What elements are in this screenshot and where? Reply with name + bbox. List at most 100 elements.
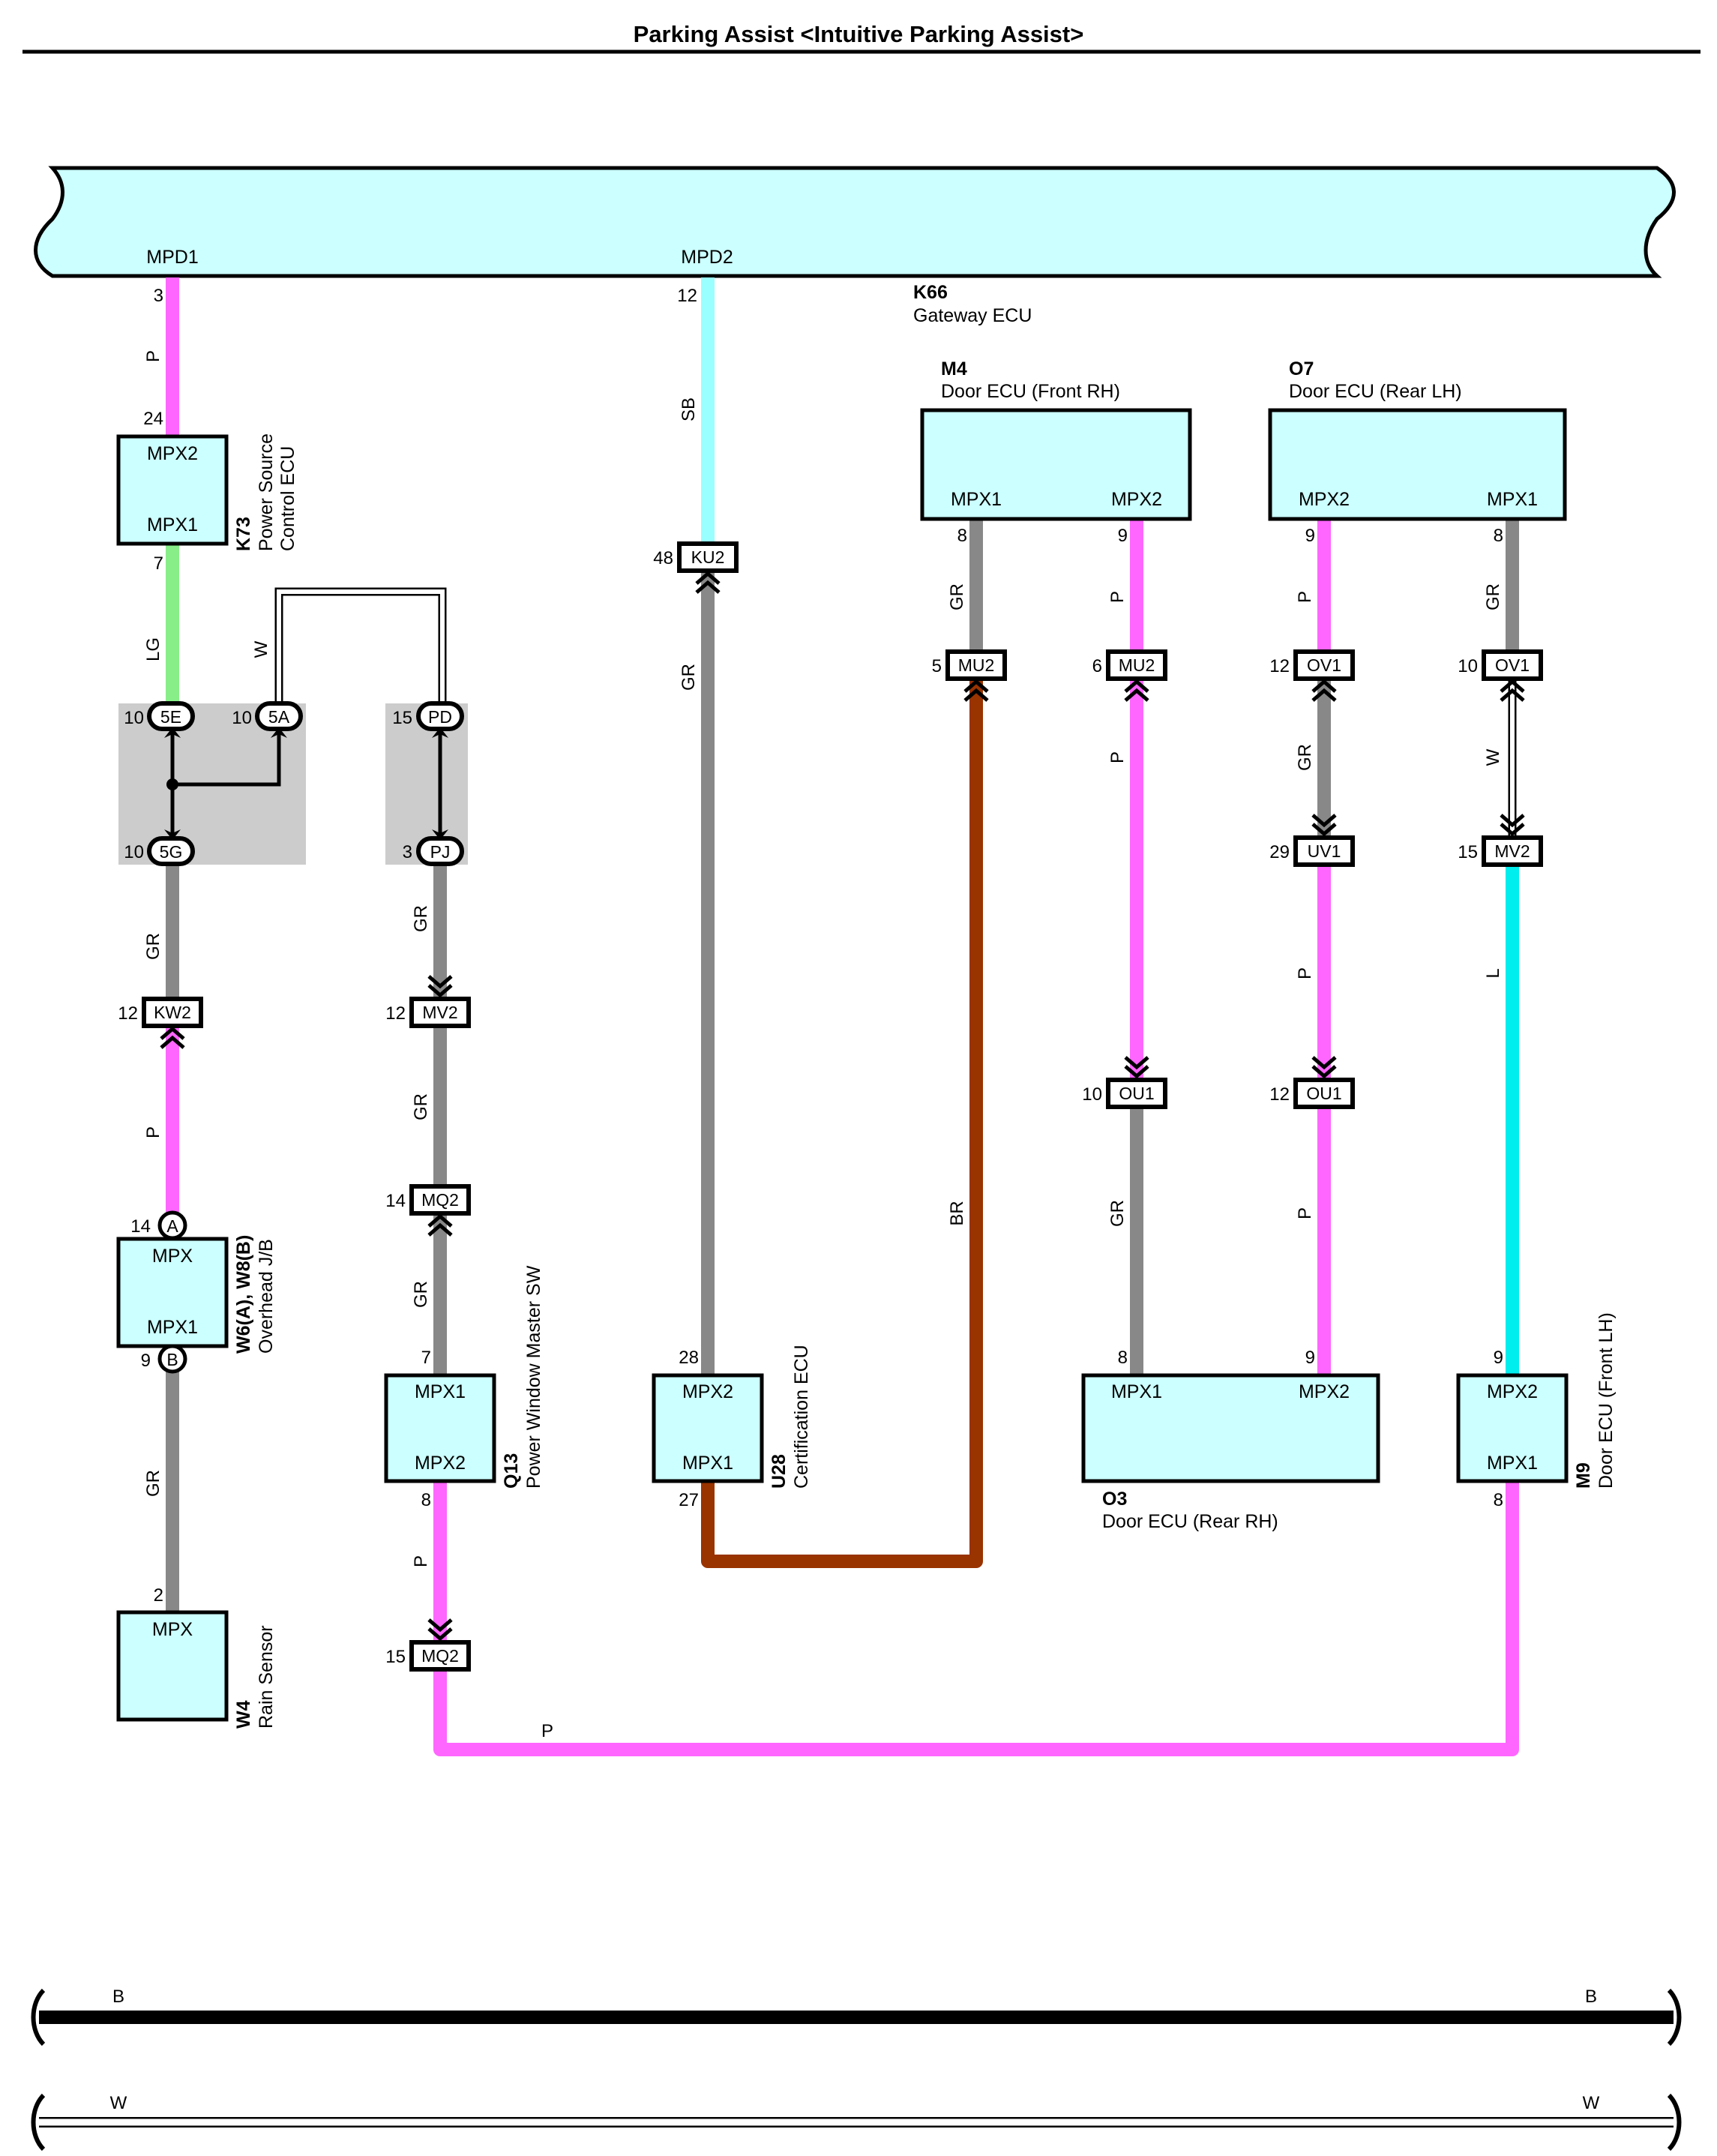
page-title: Parking Assist <Intuitive Parking Assist… (634, 21, 1084, 47)
connector-ov1-10: OV1 10 (1458, 649, 1543, 700)
m9-terminal-bottom: MPX1 (1487, 1453, 1538, 1474)
component-m9: MPX2 MPX1 9 8 M9 Door ECU (Front LH) (1456, 1312, 1617, 1510)
gateway-code: K66 (913, 282, 948, 303)
wire-code: L (1483, 968, 1503, 978)
wire-code: P (143, 350, 163, 362)
connector-label: OU1 (1306, 1084, 1341, 1103)
wire-code: GR (411, 1093, 431, 1120)
wires (166, 277, 1519, 1756)
q13-name: Power Window Master SW (523, 1265, 544, 1489)
connector-label: 5G (160, 842, 183, 862)
connector-label: UV1 (1308, 841, 1341, 861)
connector-mq2-14: MQ2 14 (385, 1184, 471, 1235)
w4-pin-top: 2 (154, 1585, 163, 1606)
ground-bus-b-label-left: B (112, 1987, 124, 2007)
w4-name: Rain Sensor (256, 1625, 277, 1729)
connector-label: MU2 (1119, 655, 1155, 675)
o7-name: Door ECU (Rear LH) (1289, 381, 1462, 402)
o3-code: O3 (1102, 1489, 1127, 1510)
m4-pin-left: 8 (957, 526, 967, 546)
wire-code: P (1107, 591, 1128, 603)
connector-pin: 10 (124, 708, 144, 728)
q13-code: Q13 (501, 1453, 522, 1489)
splice-connector-pd: PD 15 (392, 701, 464, 731)
connector-pin: 10 (124, 842, 144, 862)
wire-p-bottom (433, 1481, 1519, 1756)
connector-pin: 10 (1458, 656, 1478, 676)
connector-label: KW2 (154, 1003, 191, 1022)
gateway-name: Gateway ECU (913, 305, 1032, 326)
connector-label: MV2 (422, 1003, 457, 1022)
connector-pin: 10 (1082, 1084, 1102, 1105)
connector-ov1-12: OV1 12 (1269, 649, 1355, 700)
wire-code: LG (143, 637, 163, 661)
splice-branch (172, 727, 281, 787)
k73-box (116, 434, 229, 546)
k73-terminal-top: MPX2 (147, 443, 198, 464)
u28-terminal-top: MPX2 (682, 1381, 733, 1402)
bus-w-label-left: W (110, 2093, 127, 2113)
connector-pin: 29 (1269, 842, 1290, 862)
q13-terminal-top: MPX1 (415, 1381, 466, 1402)
o3-terminal-right: MPX2 (1299, 1381, 1350, 1402)
o3-box (1081, 1373, 1380, 1483)
m9-pin-top: 9 (1494, 1348, 1503, 1368)
connector-label: MV2 (1494, 841, 1530, 861)
component-o7: O7 Door ECU (Rear LH) MPX2 MPX1 9 8 (1268, 358, 1567, 546)
connector-mv2-15: MV2 15 (1458, 815, 1543, 867)
wire-code: W (1483, 748, 1503, 766)
wire-code: GR (143, 1470, 163, 1497)
wire-code: P (1295, 1207, 1315, 1219)
o7-box (1268, 408, 1567, 521)
splice-junction-dot (166, 778, 178, 790)
u28-code: U28 (769, 1454, 790, 1489)
connector-pin: 15 (1458, 842, 1478, 862)
connector-pin: 5 (932, 656, 942, 676)
k73-pin-top: 24 (143, 409, 163, 429)
w6-terminal-bottom: MPX1 (147, 1317, 198, 1338)
m4-code: M4 (941, 358, 967, 379)
o7-pin-right: 8 (1494, 526, 1503, 546)
w6-pin-top: 14 (130, 1216, 151, 1237)
wire-code: P (1295, 591, 1315, 603)
connector-label: OU1 (1119, 1084, 1154, 1103)
wire-code: GR (143, 933, 163, 960)
m9-code: M9 (1573, 1462, 1594, 1489)
u28-pin-top: 28 (679, 1348, 699, 1368)
connector-label: OV1 (1307, 655, 1341, 675)
component-w6-w8: A B MPX MPX1 14 9 W6(A), W8(B) Overhead … (116, 1210, 277, 1374)
q13-box (384, 1373, 496, 1483)
connector-mu2-6: MU2 6 (1092, 649, 1167, 700)
wire-code: GR (679, 664, 699, 691)
q13-pin-bottom: 8 (421, 1490, 431, 1510)
gateway-pin-mpd2: 12 (677, 286, 697, 306)
connector-label: 5E (160, 707, 181, 727)
wire-code: GR (1483, 583, 1503, 610)
ground-bus-b: B B (31, 1987, 1682, 2047)
m4-box (920, 408, 1192, 521)
o3-pin-right: 9 (1305, 1348, 1315, 1368)
connector-label: 5A (268, 707, 290, 727)
m9-pin-bottom: 8 (1494, 1490, 1503, 1510)
wire-code: GR (1295, 744, 1315, 771)
k73-name-line2: Control ECU (277, 446, 298, 551)
wire-code: GR (411, 905, 431, 932)
m4-terminal-left: MPX1 (951, 489, 1002, 510)
component-m4: M4 Door ECU (Front RH) MPX1 MPX2 8 9 (920, 358, 1192, 546)
gateway-terminal-mpd1: MPD1 (146, 247, 198, 268)
component-k73: MPX2 MPX1 24 7 K73 Power Source Control … (116, 409, 298, 574)
wire-w-loop-inner (277, 589, 445, 705)
connector-uv1: UV1 29 (1269, 815, 1355, 867)
m4-pin-right: 9 (1118, 526, 1128, 546)
w6-circle-b-label: B (166, 1350, 178, 1369)
connector-ou1-10: OU1 10 (1082, 1057, 1167, 1109)
q13-terminal-bottom: MPX2 (415, 1453, 466, 1474)
k73-terminal-bottom: MPX1 (147, 514, 198, 535)
o3-pin-left: 8 (1118, 1348, 1128, 1368)
wire-color-codes: P LG W GR P GR GR GR GR P P SB GR GR BR … (143, 350, 1503, 1741)
w6-circle-a (157, 1210, 187, 1240)
connector-label: MQ2 (421, 1190, 459, 1210)
m9-name: Door ECU (Front LH) (1596, 1312, 1617, 1489)
o7-terminal-left: MPX2 (1299, 489, 1350, 510)
